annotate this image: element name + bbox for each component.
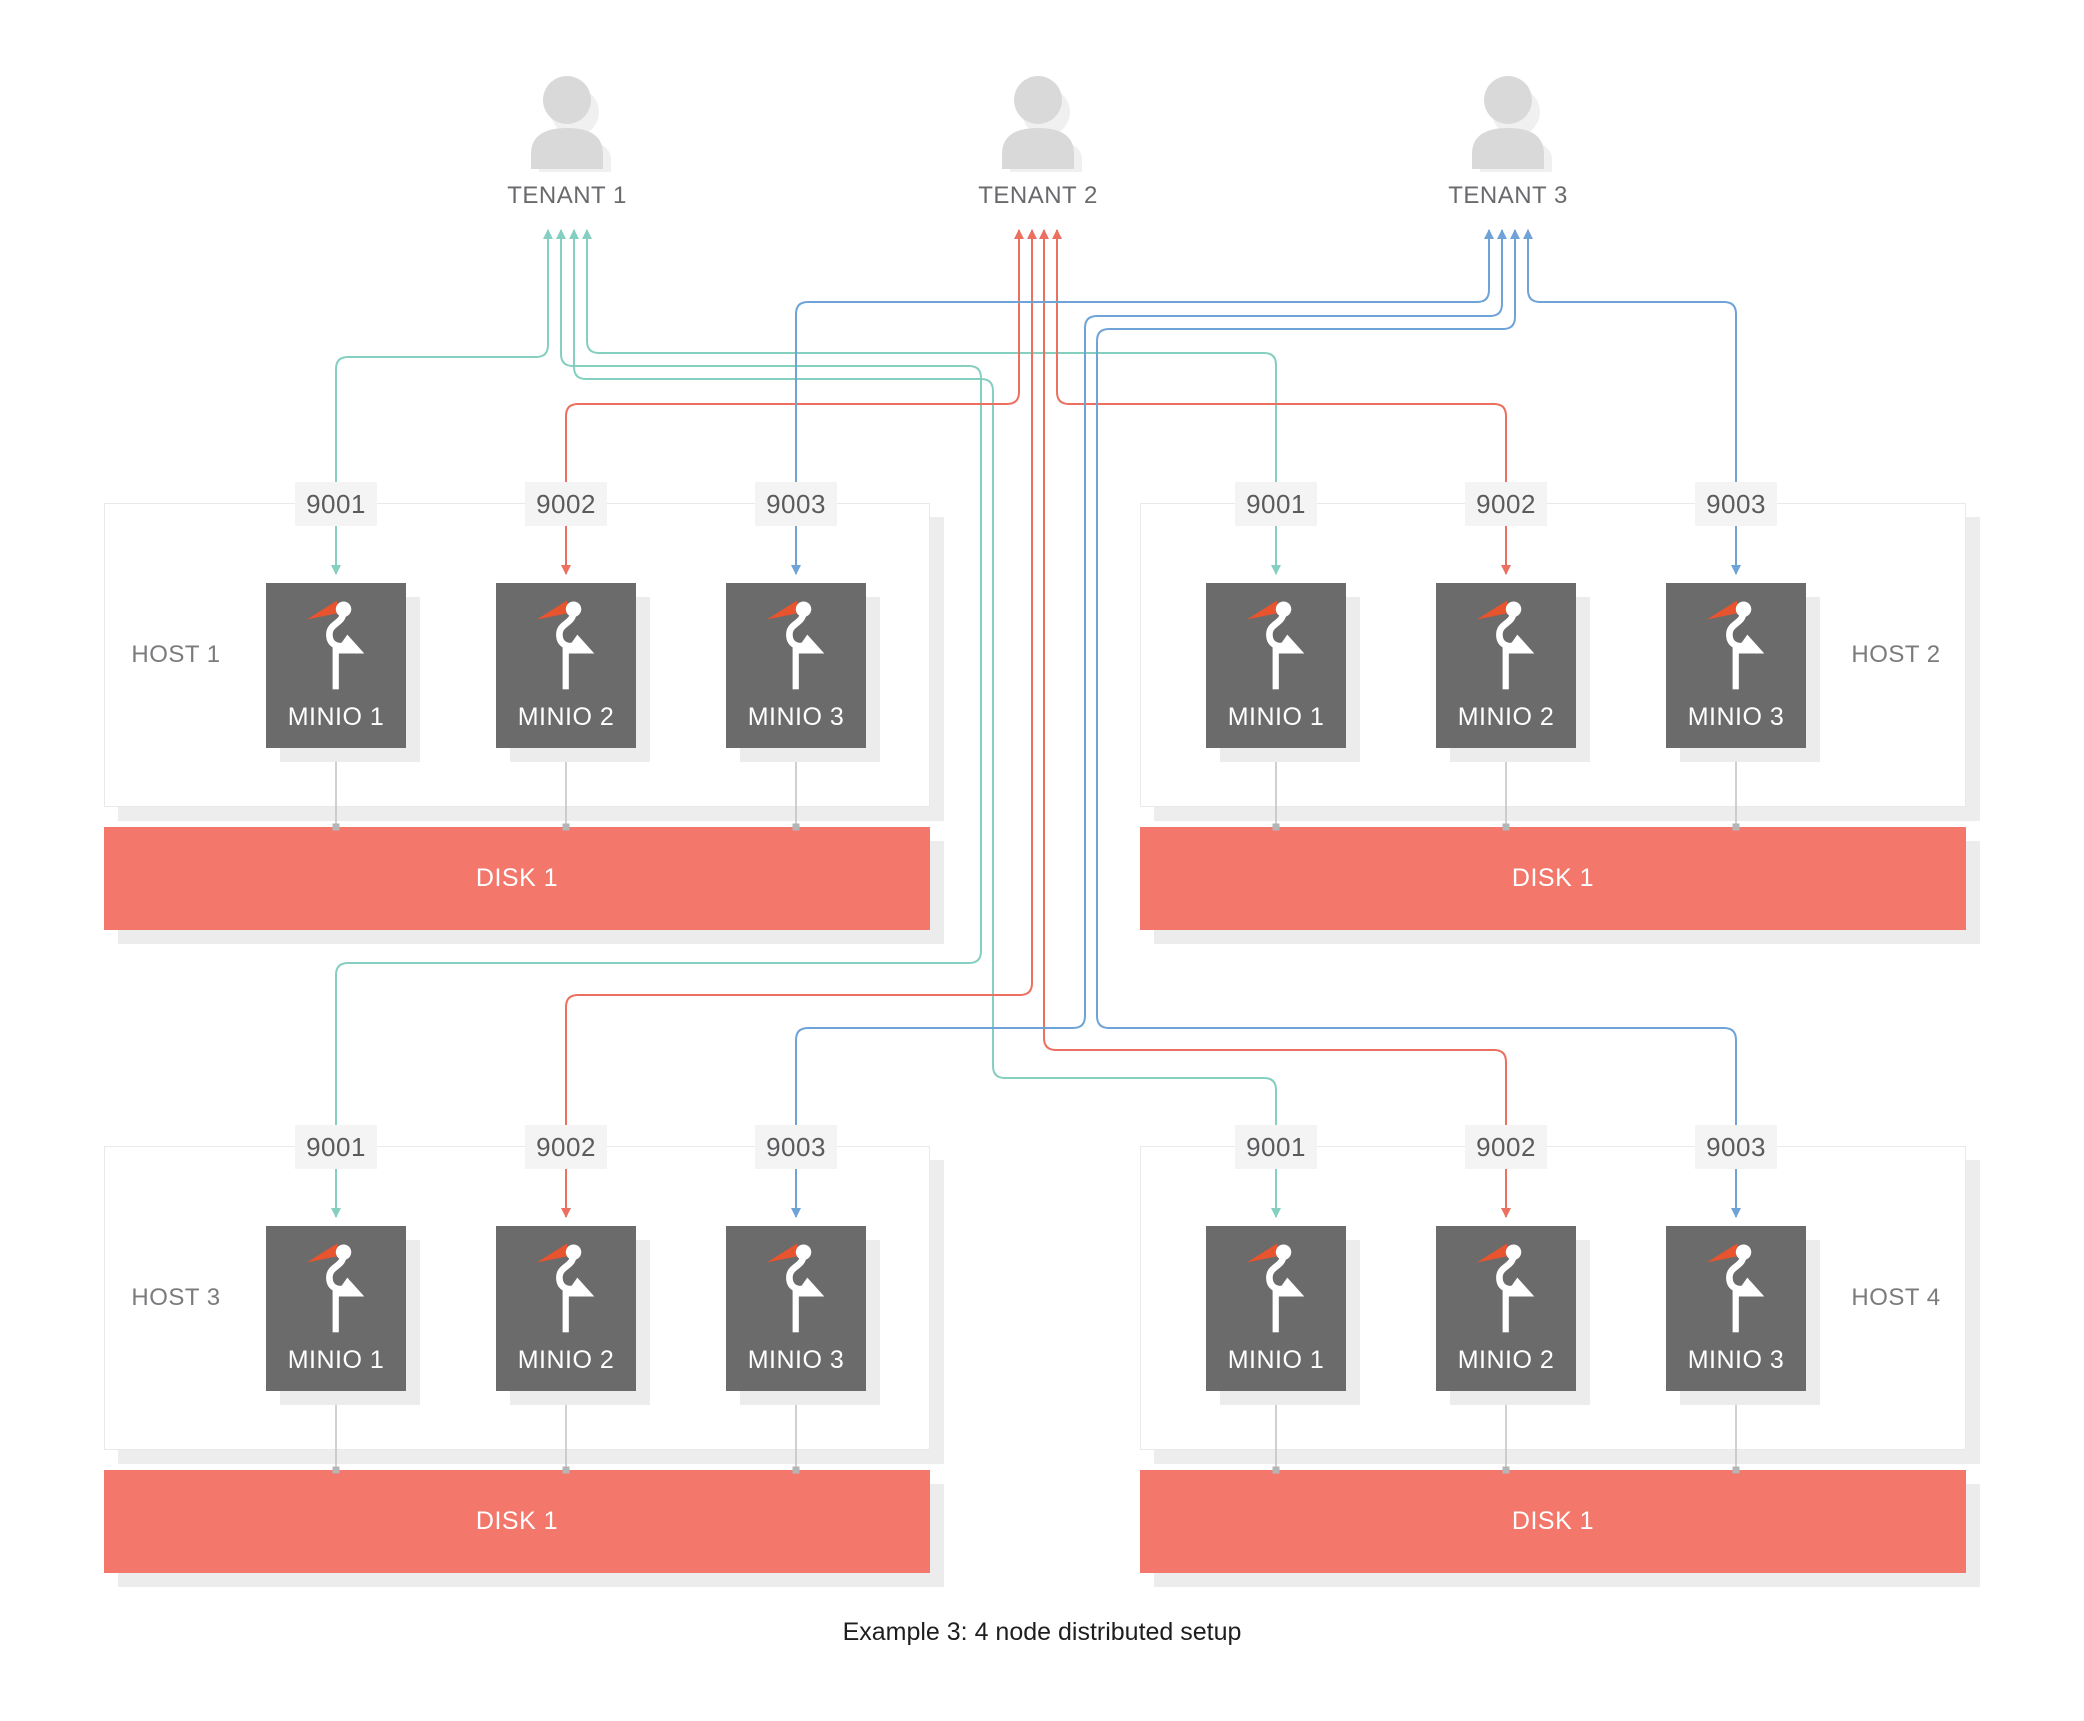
minio-label: MINIO 2 bbox=[1457, 703, 1555, 731]
disk-bar-host4: DISK 1 bbox=[1140, 1470, 1966, 1573]
tenant-2: TENANT 2 bbox=[938, 44, 1138, 210]
host-4-label: HOST 4 bbox=[1851, 1284, 1941, 1311]
tenant-3: TENANT 3 bbox=[1408, 44, 1608, 210]
minio-label: MINIO 3 bbox=[1687, 703, 1785, 731]
minio-bird-logo-icon bbox=[306, 1243, 365, 1333]
tenant-label: TENANT 2 bbox=[978, 182, 1098, 209]
port-badge-host4-9002: 9002 bbox=[1465, 1125, 1547, 1169]
minio-bird-logo-icon bbox=[1476, 600, 1535, 690]
disk-bar-host1: DISK 1 bbox=[104, 827, 930, 930]
minio-bird-logo-icon bbox=[306, 600, 365, 690]
minio-node-host4-2: MINIO 2 bbox=[1436, 1226, 1576, 1391]
minio-bird-logo-icon bbox=[766, 600, 825, 690]
port-badge-host4-9003: 9003 bbox=[1695, 1125, 1777, 1169]
minio-node-host1-3: MINIO 3 bbox=[726, 583, 866, 748]
diagram-caption: Example 3: 4 node distributed setup bbox=[842, 1618, 1242, 1646]
minio-bird-logo-icon bbox=[766, 1243, 825, 1333]
port-badge-host1-9003: 9003 bbox=[755, 482, 837, 526]
port-badge-host2-9003: 9003 bbox=[1695, 482, 1777, 526]
person-icon bbox=[1002, 76, 1082, 172]
port-badge-host1-9001: 9001 bbox=[295, 482, 377, 526]
port-badge-host3-9003: 9003 bbox=[755, 1125, 837, 1169]
minio-label: MINIO 3 bbox=[747, 703, 845, 731]
minio-label: MINIO 2 bbox=[517, 703, 615, 731]
minio-label: MINIO 3 bbox=[1687, 1346, 1785, 1374]
port-badge-host4-9001: 9001 bbox=[1235, 1125, 1317, 1169]
minio-label: MINIO 1 bbox=[287, 1346, 385, 1374]
minio-node-host2-2: MINIO 2 bbox=[1436, 583, 1576, 748]
minio-label: MINIO 2 bbox=[1457, 1346, 1555, 1374]
tenant-label: TENANT 1 bbox=[507, 182, 627, 209]
port-badge-host2-9002: 9002 bbox=[1465, 482, 1547, 526]
minio-node-host1-1: MINIO 1 bbox=[266, 583, 406, 748]
minio-bird-logo-icon bbox=[1476, 1243, 1535, 1333]
person-icon bbox=[531, 76, 611, 172]
minio-node-host4-1: MINIO 1 bbox=[1206, 1226, 1346, 1391]
tenant-label: TENANT 3 bbox=[1448, 182, 1568, 209]
minio-bird-logo-icon bbox=[536, 1243, 595, 1333]
minio-node-host3-1: MINIO 1 bbox=[266, 1226, 406, 1391]
disk-bar-host3: DISK 1 bbox=[104, 1470, 930, 1573]
minio-bird-logo-icon bbox=[1706, 600, 1765, 690]
disk-bar-host2: DISK 1 bbox=[1140, 827, 1966, 930]
disk-label: DISK 1 bbox=[475, 864, 559, 892]
minio-node-host4-3: MINIO 3 bbox=[1666, 1226, 1806, 1391]
minio-label: MINIO 1 bbox=[1227, 703, 1325, 731]
disk-label: DISK 1 bbox=[475, 1507, 559, 1535]
port-badge-host3-9001: 9001 bbox=[295, 1125, 377, 1169]
host-2-label: HOST 2 bbox=[1851, 641, 1941, 668]
minio-bird-logo-icon bbox=[1246, 1243, 1305, 1333]
port-badge-host2-9001: 9001 bbox=[1235, 482, 1317, 526]
minio-label: MINIO 3 bbox=[747, 1346, 845, 1374]
minio-label: MINIO 2 bbox=[517, 1346, 615, 1374]
host-1-label: HOST 1 bbox=[131, 641, 221, 668]
port-badge-host1-9002: 9002 bbox=[525, 482, 607, 526]
minio-bird-logo-icon bbox=[1706, 1243, 1765, 1333]
minio-bird-logo-icon bbox=[536, 600, 595, 690]
disk-label: DISK 1 bbox=[1511, 864, 1595, 892]
minio-node-host2-1: MINIO 1 bbox=[1206, 583, 1346, 748]
minio-label: MINIO 1 bbox=[1227, 1346, 1325, 1374]
minio-node-host3-2: MINIO 2 bbox=[496, 1226, 636, 1391]
minio-node-host3-3: MINIO 3 bbox=[726, 1226, 866, 1391]
minio-label: MINIO 1 bbox=[287, 703, 385, 731]
host-3-label: HOST 3 bbox=[131, 1284, 221, 1311]
minio-node-host1-2: MINIO 2 bbox=[496, 583, 636, 748]
minio-node-host2-3: MINIO 3 bbox=[1666, 583, 1806, 748]
disk-label: DISK 1 bbox=[1511, 1507, 1595, 1535]
tenant-1: TENANT 1 bbox=[467, 44, 667, 210]
minio-bird-logo-icon bbox=[1246, 600, 1305, 690]
person-icon bbox=[1472, 76, 1552, 172]
port-badge-host3-9002: 9002 bbox=[525, 1125, 607, 1169]
